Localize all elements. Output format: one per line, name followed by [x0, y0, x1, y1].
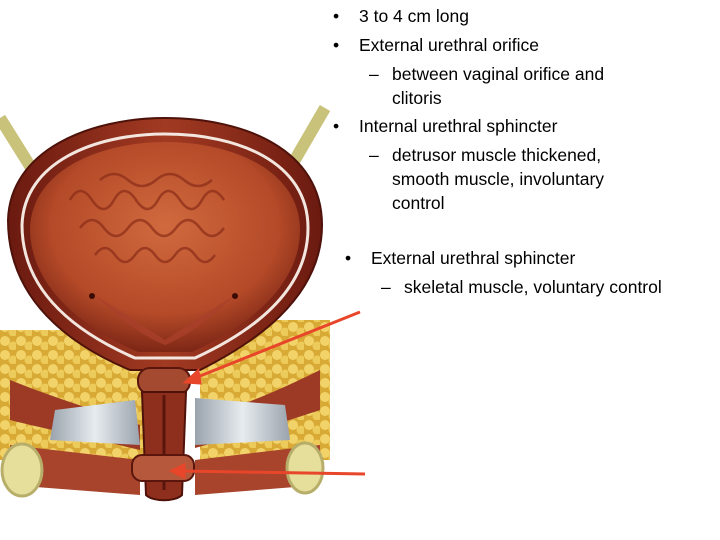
- levator-ani-left: [10, 445, 140, 495]
- ureteral-orifice-left: [89, 293, 95, 299]
- pubic-bone-left: [0, 442, 44, 498]
- bladder-lumen: [30, 142, 300, 352]
- ligament-left: [50, 400, 140, 445]
- ligament-right: [195, 398, 290, 445]
- sub-text: between vaginal orifice and: [392, 64, 605, 84]
- pubic-bone-right: [285, 441, 325, 495]
- sub-text: control: [392, 193, 445, 213]
- dash-icon: –: [381, 277, 391, 297]
- dash-icon: –: [369, 64, 379, 84]
- bullet-icon: •: [333, 35, 340, 55]
- dash-icon: –: [369, 145, 379, 165]
- bullet-icon: •: [345, 248, 352, 268]
- internal-urethral-sphincter: [137, 367, 191, 395]
- arrow-internal-sphincter: [182, 310, 361, 385]
- arrow-external-sphincter: [168, 462, 366, 480]
- bullet-text: Internal urethral sphincter: [359, 116, 558, 136]
- bullet-text: External urethral sphincter: [371, 248, 576, 268]
- bullet-text: 3 to 4 cm long: [359, 6, 469, 26]
- sub-text: clitoris: [392, 88, 442, 108]
- bullet-icon: •: [333, 116, 340, 136]
- bullet-icon: •: [333, 6, 340, 26]
- bladder-lining: [20, 132, 310, 360]
- rugae-folds: [68, 172, 226, 264]
- sub-text: skeletal muscle, voluntary control: [404, 277, 662, 297]
- bladder-urethra-illustration: [0, 104, 366, 502]
- bullet-text: External urethral orifice: [359, 35, 539, 55]
- sub-text: smooth muscle, involuntary: [392, 169, 605, 189]
- sub-text: detrusor muscle thickened,: [392, 145, 602, 165]
- ureteral-orifice-right: [232, 293, 238, 299]
